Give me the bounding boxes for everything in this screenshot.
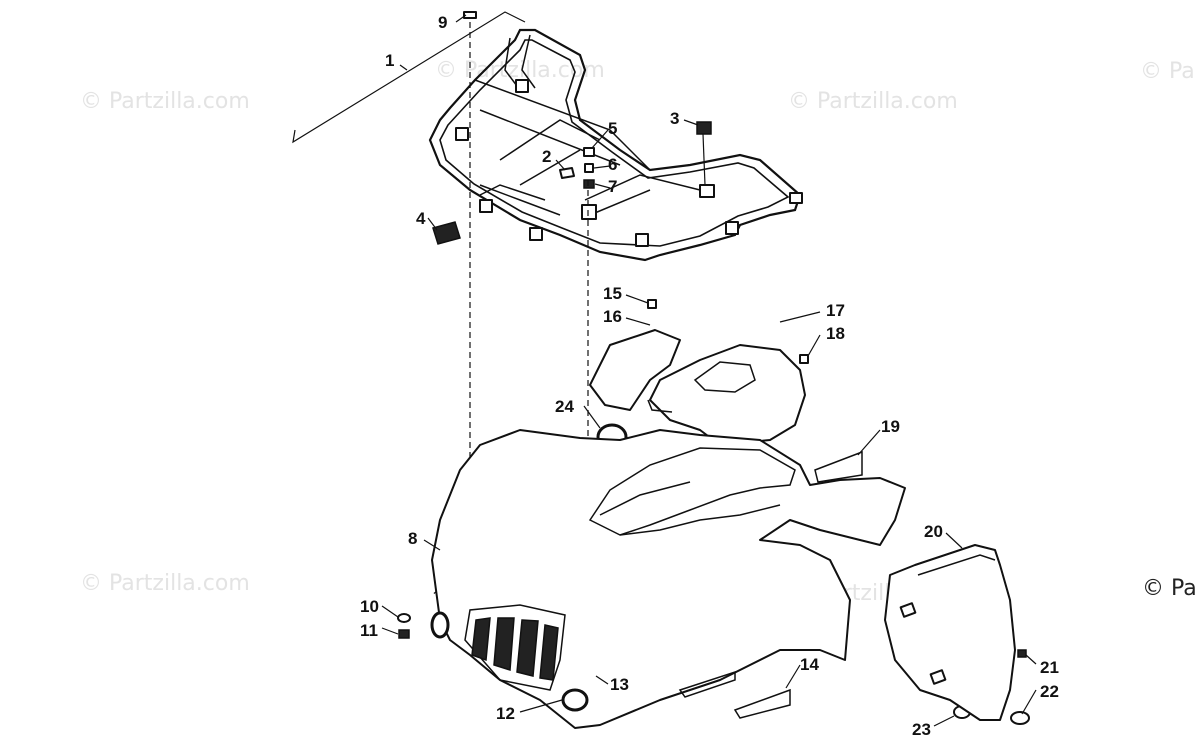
cap-22 (1010, 711, 1030, 725)
callout-6: 6 (608, 155, 617, 174)
callout-13: 13 (610, 675, 629, 694)
callout-9: 9 (438, 13, 447, 32)
decal-19 (814, 450, 863, 483)
callout-21: 21 (1040, 658, 1059, 677)
watermark-8: © Pa (1142, 576, 1197, 601)
rack-mount-block (455, 127, 469, 141)
panel-mount (899, 602, 917, 618)
rack-mount-block (789, 192, 803, 204)
front-fender-8 (430, 429, 906, 729)
nut-7 (583, 179, 595, 189)
callout-2: 2 (542, 147, 551, 166)
rack-mount-block (515, 79, 529, 93)
console-cover-16 (589, 329, 681, 411)
callout-20: 20 (924, 522, 943, 541)
watermark-2: © Partzilla.com (435, 58, 605, 83)
clip-3 (696, 121, 712, 135)
watermark-1: © Partzilla.com (80, 89, 250, 114)
callout-10: 10 (360, 597, 379, 616)
callout-17: 17 (826, 301, 845, 320)
callout-16: 16 (603, 307, 622, 326)
watermark-4: © Pa (1140, 59, 1195, 84)
bracket-1 (292, 11, 526, 144)
nut-11 (398, 629, 410, 639)
watermark-3: © Partzilla.com (788, 89, 958, 114)
screw-15 (647, 299, 657, 309)
callout-7: 7 (608, 177, 617, 196)
callout-3: 3 (670, 109, 679, 128)
grille-slot (471, 617, 491, 662)
grip-4 (432, 221, 461, 245)
rack-mount-block (699, 184, 715, 198)
grille-slot (516, 619, 539, 677)
callout-14: 14 (800, 655, 819, 674)
screw-21 (1017, 649, 1027, 658)
grille-slot (539, 624, 559, 681)
plate-2 (559, 167, 575, 179)
rack-mount-block (529, 227, 543, 241)
screw-18 (799, 354, 809, 364)
rack-mount-block (581, 204, 597, 220)
callout-18: 18 (826, 324, 845, 343)
callout-23: 23 (912, 720, 931, 739)
tank-cover-17 (647, 344, 806, 446)
callout-15: 15 (603, 284, 622, 303)
callout-19: 19 (881, 417, 900, 436)
rack-mount-block (479, 199, 493, 213)
rack-mount-block (725, 221, 739, 235)
callout-1: 1 (385, 51, 394, 70)
headlight-left (430, 611, 450, 639)
decal-14 (733, 688, 791, 719)
spacer-6 (584, 163, 594, 173)
bolt-5 (583, 147, 595, 157)
callouts: 1 2 3 4 5 6 7 8 9 10 11 12 13 14 15 16 1… (360, 13, 1059, 739)
decal-14-frame (678, 670, 736, 698)
callout-12: 12 (496, 704, 515, 723)
headlight-right (561, 688, 589, 712)
panel-mount (929, 669, 947, 685)
front-rack (428, 28, 803, 262)
leader-lines (381, 14, 1037, 727)
callout-5: 5 (608, 119, 617, 138)
callout-4: 4 (416, 209, 426, 228)
callout-22: 22 (1040, 682, 1059, 701)
rack-mount-block (635, 233, 649, 247)
side-panel-20 (884, 544, 1016, 721)
washer-10 (397, 613, 411, 623)
callout-11: 11 (360, 621, 378, 640)
callout-8: 8 (408, 529, 417, 548)
watermark-5: © Partzilla.com (80, 571, 250, 596)
callout-24: 24 (555, 397, 574, 416)
grille-slot (493, 617, 515, 671)
